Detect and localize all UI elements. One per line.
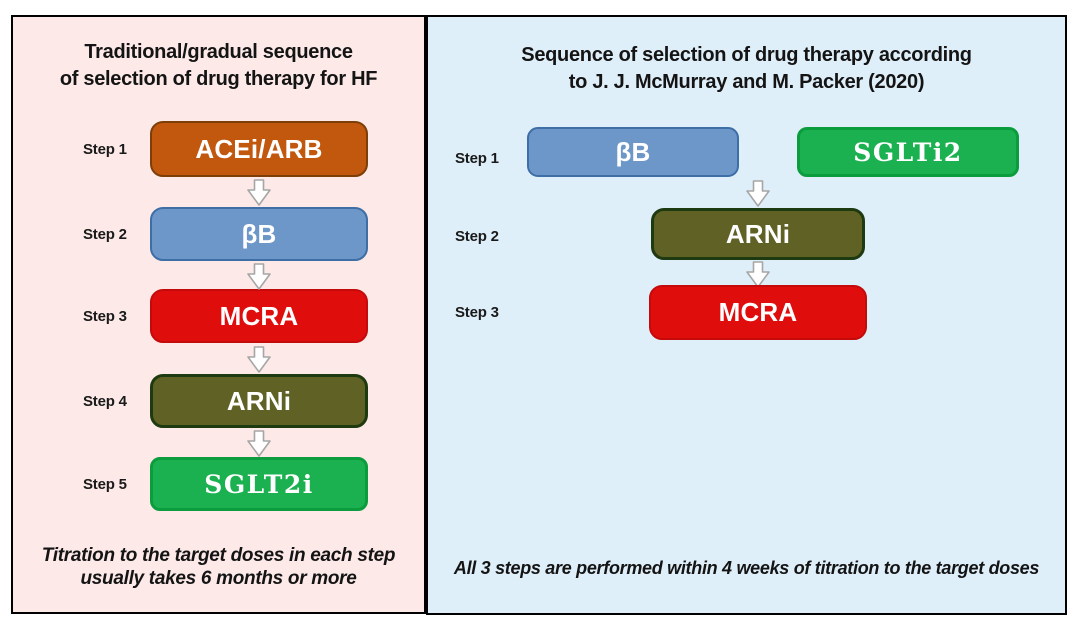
right-panel-footer: All 3 steps are performed within 4 weeks… xyxy=(453,558,1040,578)
down-arrow-shape xyxy=(247,263,271,290)
right-step2-label: Step 2 xyxy=(455,227,499,245)
right-drug-box-arni: ARNi xyxy=(651,208,865,260)
right-drug-box-bb-text: βB xyxy=(615,136,651,167)
left-drug-box-arni-text: ARNi xyxy=(226,385,292,416)
down-arrow-shape xyxy=(247,430,271,457)
left-drug-box-sglt2i-text: SGLT2i xyxy=(204,469,314,499)
down-arrow-icon xyxy=(247,346,271,373)
right-step1-label: Step 1 xyxy=(455,149,499,167)
left-panel-title: Traditional/gradual sequence of selectio… xyxy=(13,39,424,93)
left-drug-box-bb-text: βB xyxy=(241,218,277,249)
left-step2-label: Step 2 xyxy=(83,225,127,243)
left-drug-box-mcra-text: MCRA xyxy=(219,300,299,331)
left-drug-box-mcra: MCRA xyxy=(150,289,368,343)
left-drug-box-bb: βB xyxy=(150,207,368,261)
left-step3-label: Step 3 xyxy=(83,307,127,325)
left-step4-label: Step 4 xyxy=(83,392,127,410)
right-panel-title-line2: to J. J. McMurray and M. Packer (2020) xyxy=(568,71,925,93)
right-step3-label: Step 3 xyxy=(455,304,499,321)
down-arrow-shape xyxy=(746,261,770,288)
right-panel-title: Sequence of selection of drug therapy ac… xyxy=(428,42,1065,96)
left-panel-title-line1: Traditional/gradual sequence xyxy=(84,41,353,63)
right-drug-box-sglti2: SGLTi2 xyxy=(797,127,1019,177)
left-drug-box-acei-arb-text: ACEi/ARB xyxy=(195,133,323,164)
right-drug-box-mcra-text: MCRA xyxy=(718,297,798,327)
down-arrow-shape xyxy=(247,179,271,206)
right-drug-box-sglti2-text: SGLTi2 xyxy=(853,137,963,167)
left-drug-box-acei-arb: ACEi/ARB xyxy=(150,121,368,177)
left-panel-traditional-sequence: Traditional/gradual sequence of selectio… xyxy=(11,15,426,614)
right-drug-box-bb: βB xyxy=(527,127,739,177)
left-step1-label: Step 1 xyxy=(83,140,127,158)
down-arrow-shape xyxy=(247,346,271,373)
right-panel-title-line1: Sequence of selection of drug therapy ac… xyxy=(521,44,972,66)
left-drug-box-sglt2i: SGLT2i xyxy=(150,457,368,511)
left-panel-title-line2: of selection of drug therapy for HF xyxy=(59,68,378,90)
down-arrow-icon xyxy=(247,179,271,206)
down-arrow-icon xyxy=(247,430,271,457)
right-panel-mcmurray-packer-sequence: Sequence of selection of drug therapy ac… xyxy=(426,15,1067,615)
left-drug-box-arni: ARNi xyxy=(150,374,368,428)
down-arrow-shape xyxy=(746,180,770,207)
down-arrow-icon xyxy=(746,261,770,288)
down-arrow-icon xyxy=(746,180,770,207)
left-panel-footer-line1: Titration to the target doses in each st… xyxy=(41,545,396,566)
down-arrow-icon xyxy=(247,263,271,290)
left-step5-label: Step 5 xyxy=(83,475,127,493)
right-drug-box-mcra: MCRA xyxy=(649,285,867,340)
right-drug-box-arni-text: ARNi xyxy=(725,218,791,249)
left-panel-footer: Titration to the target doses in each st… xyxy=(13,544,424,590)
left-panel-footer-line2: usually takes 6 months or more xyxy=(80,568,357,589)
